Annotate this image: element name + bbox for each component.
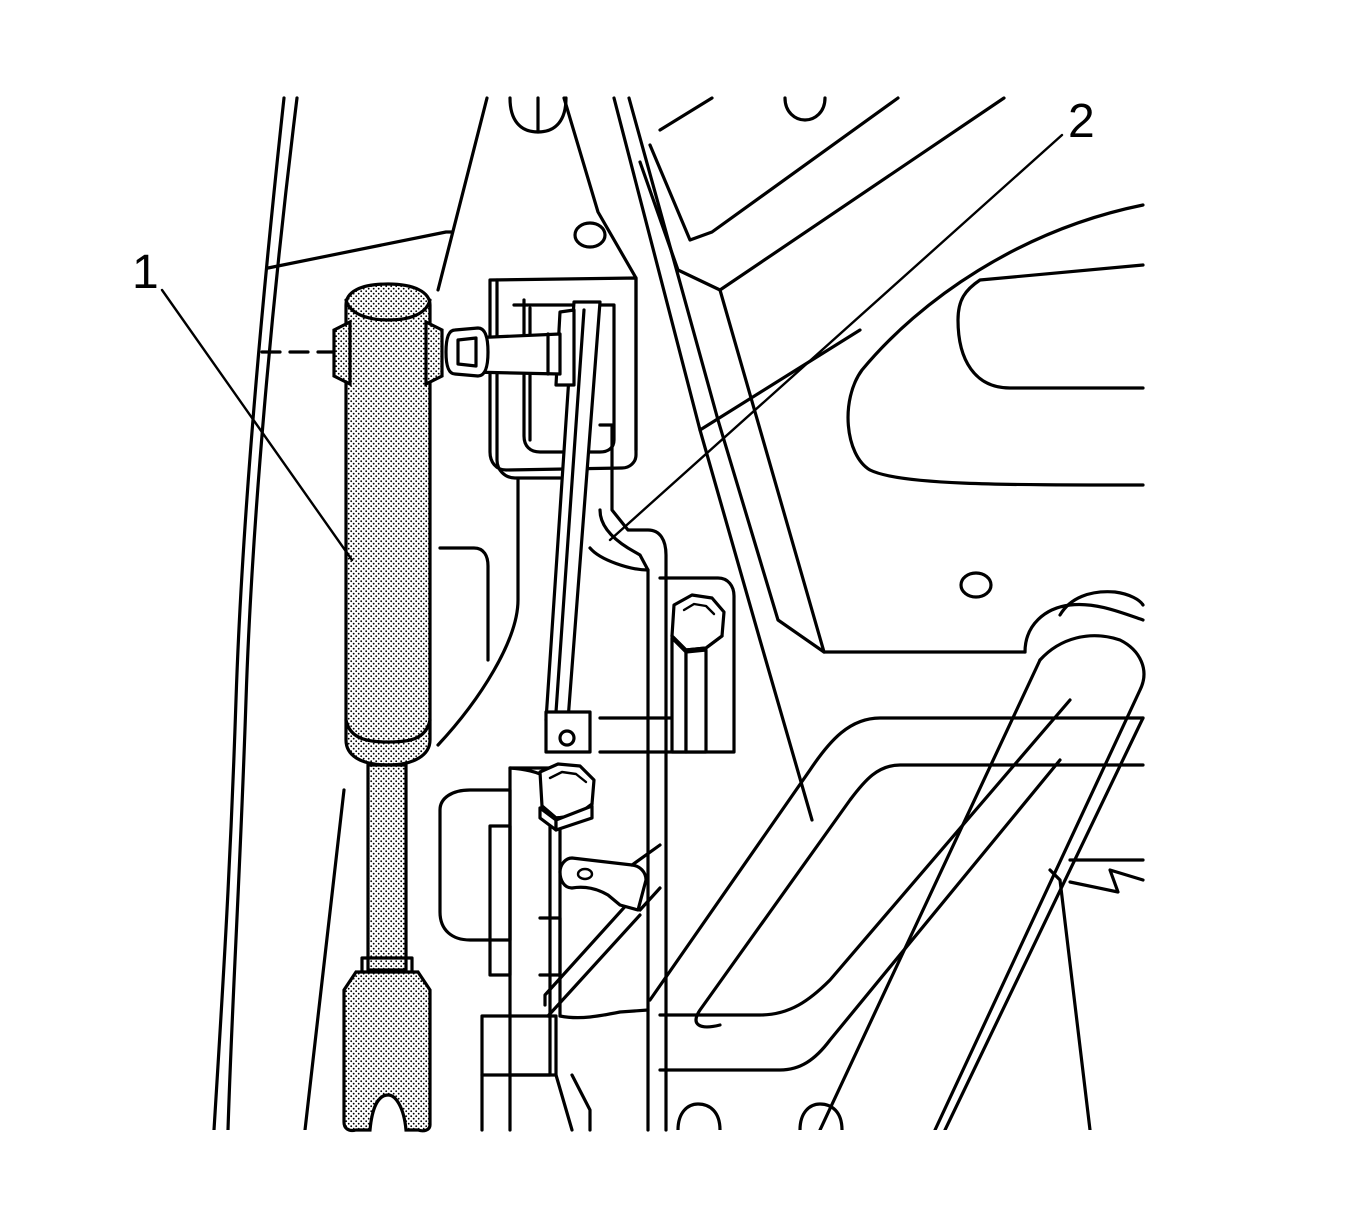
vehicle-structure	[212, 96, 1146, 1130]
callout-1-label: 1	[132, 246, 159, 299]
pivot-pin	[444, 326, 562, 378]
actuator-rod	[544, 300, 602, 754]
callout-2: 2	[608, 95, 1095, 542]
callout-2-label: 2	[1068, 95, 1095, 148]
upper-bolt	[670, 593, 726, 754]
leader-line-1	[160, 288, 354, 562]
callout-1: 1	[132, 246, 354, 562]
leader-line-2	[608, 133, 1064, 542]
lower-bolt	[538, 762, 596, 832]
special-tool	[260, 282, 444, 1133]
